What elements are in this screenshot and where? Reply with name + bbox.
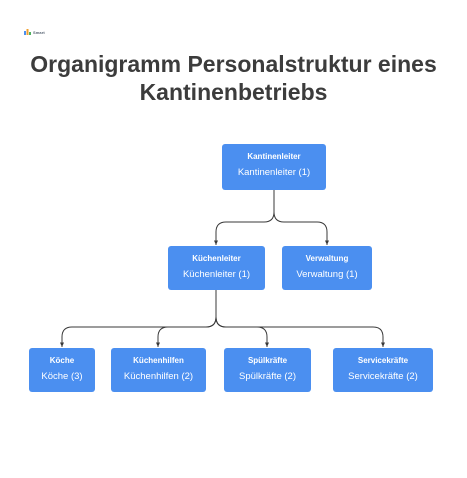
- edge-kitchen-cooks: [60, 290, 217, 347]
- node-kuechenleiter-title: Küchenleiter: [192, 254, 241, 263]
- edge-kitchen-dishwash: [215, 290, 269, 347]
- node-verwaltung-count: Verwaltung (1): [296, 269, 358, 280]
- node-kuechenleiter-count: Küchenleiter (1): [182, 269, 251, 280]
- node-servicekraefte-title: Servicekräfte: [357, 356, 409, 365]
- title-line-1: Organigramm Personalstruktur eines: [30, 51, 437, 77]
- logo-icon: [24, 29, 31, 35]
- node-spuelkraefte-title: Spülkräfte: [247, 356, 288, 365]
- edge-kitchen-helpers: [156, 290, 217, 347]
- page-title: Organigramm Personalstruktur eines Kanti…: [0, 50, 467, 106]
- node-verwaltung-title: Verwaltung: [305, 254, 349, 263]
- node-kuechenhilfen-title: Küchenhilfen: [133, 356, 184, 365]
- edge-root-admin: [273, 190, 329, 245]
- node-spuelkraefte: Spülkräfte Spülkräfte (2): [224, 348, 311, 392]
- node-spuelkraefte-count: Spülkräfte (2): [238, 371, 297, 382]
- node-kuechenleiter: Küchenleiter Küchenleiter (1): [168, 246, 265, 290]
- node-koeche-count: Köche (3): [41, 371, 83, 382]
- node-kantinenleiter: Kantinenleiter Kantinenleiter (1): [222, 144, 326, 190]
- node-kantinenleiter-count: Kantinenleiter (1): [237, 167, 311, 178]
- logo: Smart: [24, 29, 45, 35]
- logo-text: Smart: [33, 29, 45, 35]
- node-koeche-title: Köche: [49, 356, 75, 365]
- node-servicekraefte: Servicekräfte Servicekräfte (2): [333, 348, 433, 392]
- node-servicekraefte-count: Servicekräfte (2): [348, 371, 418, 382]
- edge-root-kitchen: [214, 190, 275, 245]
- edge-kitchen-service: [215, 290, 385, 347]
- node-koeche: Köche Köche (3): [29, 348, 95, 392]
- node-kuechenhilfen: Küchenhilfen Küchenhilfen (2): [111, 348, 206, 392]
- node-kantinenleiter-title: Kantinenleiter: [247, 152, 301, 161]
- node-kuechenhilfen-count: Küchenhilfen (2): [123, 371, 194, 382]
- title-line-2: Kantinenbetriebs: [139, 79, 328, 105]
- node-verwaltung: Verwaltung Verwaltung (1): [282, 246, 372, 290]
